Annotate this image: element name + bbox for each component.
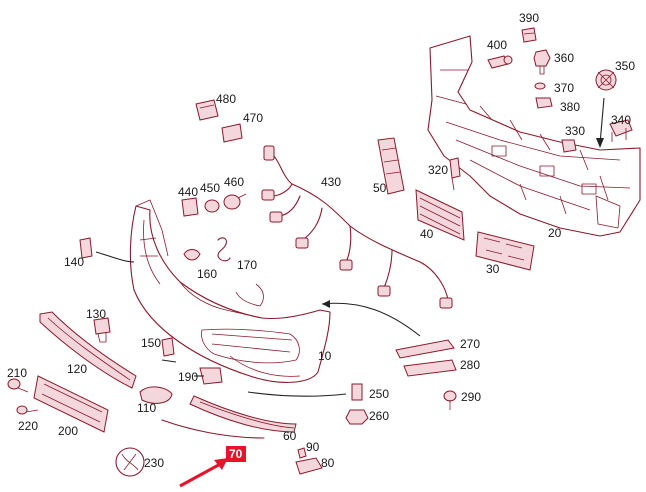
tow-hook-cap-80 [295,457,323,475]
clip-470 [221,123,243,143]
bracket-140 [79,237,93,259]
grille-50 [377,137,405,195]
callout-200: 200 [58,424,78,438]
clip-130 [93,317,111,343]
molding-190 [199,367,223,385]
callout-340: 340 [611,113,631,127]
callout-110: 110 [137,401,156,415]
callout-330: 330 [565,124,585,138]
callout-160: 160 [197,267,217,281]
callout-290: 290 [461,390,481,404]
callout-390: 390 [519,11,539,25]
license-plate-holder-200 [33,375,109,433]
callout-210: 210 [7,366,27,380]
callout-20: 20 [548,226,562,240]
clip-320 [449,157,461,191]
callout-190: 190 [178,370,198,384]
clip-90 [297,447,307,459]
highlight-arrow [179,458,228,488]
clip-380 [535,97,553,109]
callout-260: 260 [369,409,389,423]
sensor-460 [223,193,247,210]
callout-230: 230 [144,456,164,470]
clip-150 [161,337,175,357]
grille-30 [475,231,535,271]
lower-grille-120 [39,311,137,389]
callout-270: 270 [460,337,480,351]
fog-lamp-cover-110 [139,386,173,404]
cap-160 [183,249,201,261]
strip-280 [403,359,457,377]
spring-170 [217,237,231,262]
assembly-arrows [95,97,605,397]
callout-150: 150 [141,336,161,350]
clip-250 [351,383,363,401]
washer-370 [534,82,546,90]
strip-270 [395,339,455,359]
callout-60: 60 [283,429,297,443]
nut-360 [533,49,551,75]
callout-460: 460 [224,175,244,189]
bolt-220 [16,405,39,415]
callout-140: 140 [64,255,84,269]
callout-380: 380 [560,100,580,114]
callout-320: 320 [428,163,448,177]
callout-120: 120 [67,362,87,376]
callout-70: 70 [229,447,243,461]
callout-480: 480 [216,92,236,106]
callout-360: 360 [554,51,574,65]
callout-labels: 390 400 360 350 370 380 480 470 330 340 320 50 430 44… [7,11,635,470]
callout-10: 10 [318,349,332,363]
callout-220: 220 [18,419,38,433]
bracket-340 [609,119,633,142]
callout-470: 470 [243,111,263,125]
clip-480 [195,99,219,121]
bumper-cover-10 [129,199,331,383]
callout-80: 80 [321,456,335,470]
callout-50: 50 [373,181,387,195]
callout-130: 130 [86,307,106,321]
callout-280: 280 [460,358,480,372]
callout-70-highlight-box [226,446,246,462]
callout-250: 250 [369,387,389,401]
callout-440: 440 [178,185,198,199]
trim-strip-60 [161,419,265,439]
horn-350 [595,69,617,91]
callout-400: 400 [487,38,507,52]
sensor-holder-440 [181,197,199,217]
callout-30: 30 [486,262,500,276]
bolt-210 [7,378,29,393]
bumper-strip [189,395,297,433]
clip-390 [521,27,537,43]
callout-90: 90 [306,440,320,454]
callout-350: 350 [615,59,635,73]
wiring-harness-430 [261,145,453,309]
callout-170: 170 [237,258,257,272]
callout-370: 370 [554,81,574,95]
callout-450: 450 [200,181,220,195]
screw-290 [443,390,457,410]
callout-430: 430 [321,175,341,189]
bolt-330 [561,139,577,153]
tow-hook-cover-230 [115,447,145,477]
bumper-support-frame [427,35,641,237]
grille-40 [415,189,465,241]
sensor-ring-450 [204,199,220,213]
callout-40: 40 [420,227,434,241]
nut-260 [345,409,369,425]
bolt-400 [487,55,513,69]
